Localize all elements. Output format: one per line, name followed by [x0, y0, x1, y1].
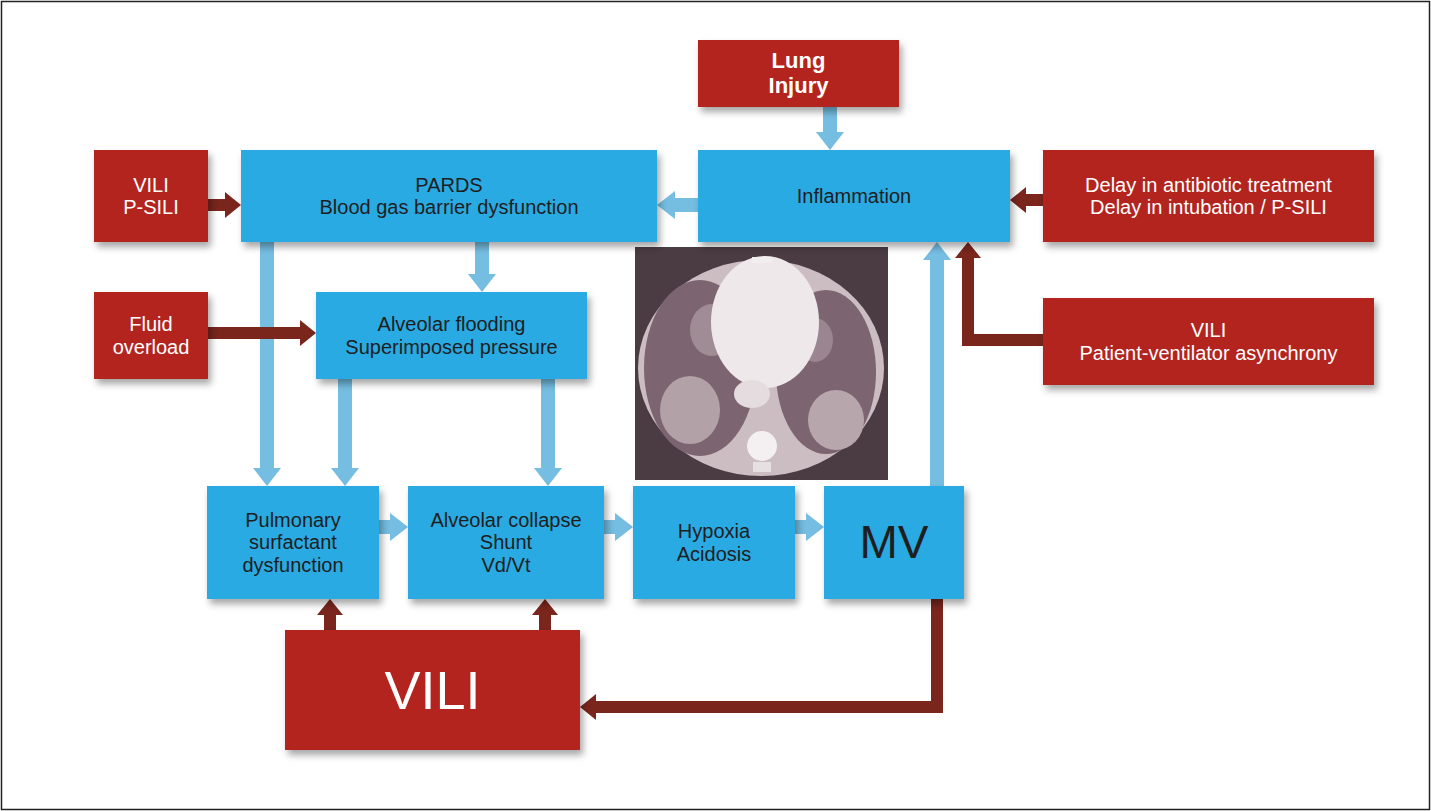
- connector-line: [930, 259, 944, 486]
- connector-line: [338, 379, 352, 469]
- connector-line: [604, 520, 616, 534]
- box-text: VILI: [384, 660, 480, 720]
- arrowhead: [317, 599, 343, 615]
- connector: [317, 599, 343, 630]
- connector: [657, 191, 698, 219]
- connector: [253, 242, 281, 486]
- ct-sternum: [752, 257, 772, 263]
- connector: [331, 379, 359, 486]
- process-box: PARDSBlood gas barrier dysfunction: [241, 150, 657, 242]
- connector-line: [539, 614, 551, 630]
- connector: [208, 320, 316, 346]
- connector-line: [674, 198, 698, 212]
- box-text: Fluid overload: [106, 313, 196, 358]
- box-text: P-SILI: [123, 196, 179, 218]
- connector-line: [795, 520, 807, 534]
- connector-line: [208, 199, 226, 211]
- connector-line: [324, 614, 336, 630]
- ct-infiltrate: [660, 376, 720, 444]
- box-text: Hypoxia: [678, 520, 750, 542]
- factor-box: VILIPatient-ventilator asynchrony: [1043, 298, 1374, 385]
- connector-line: [260, 242, 274, 469]
- factor-box: Delay in antibiotic treatmentDelay in in…: [1043, 150, 1374, 242]
- connector-line: [968, 257, 1043, 340]
- box-text: Alveolar flooding: [378, 313, 526, 335]
- box-text: PARDS: [415, 174, 482, 196]
- ct-vessel: [734, 380, 770, 408]
- connector-line: [1025, 194, 1043, 206]
- ct-scan-image: [635, 247, 888, 480]
- arrowhead: [534, 468, 562, 486]
- connector: [955, 242, 1043, 340]
- box-text: Delay in intubation / P-SILI: [1090, 196, 1327, 218]
- arrowhead: [225, 192, 241, 218]
- box-text: Delay in antibiotic treatment: [1085, 174, 1332, 196]
- factor-box: Lung Injury: [698, 40, 899, 107]
- box-text: VILI: [133, 174, 169, 196]
- process-box: Alveolar collapseShuntVd/Vt: [408, 486, 604, 599]
- connector-line: [595, 599, 937, 707]
- box-text: Lung Injury: [751, 49, 847, 98]
- box-text: Blood gas barrier dysfunction: [319, 196, 578, 218]
- arrowhead: [580, 694, 596, 720]
- arrowhead: [816, 132, 844, 150]
- box-text: Vd/Vt: [482, 554, 531, 576]
- ct-spine: [747, 431, 777, 461]
- connector: [795, 513, 824, 541]
- connector: [1010, 187, 1043, 213]
- arrowhead: [300, 320, 316, 346]
- process-box: HypoxiaAcidosis: [633, 486, 795, 599]
- arrowhead: [253, 468, 281, 486]
- connector: [604, 513, 633, 541]
- arrowhead: [955, 242, 981, 258]
- ct-infiltrate: [808, 390, 864, 450]
- connector-line: [379, 520, 391, 534]
- box-text: Pulmonary surfactant dysfunction: [223, 509, 363, 576]
- connector-line: [541, 379, 555, 469]
- box-text: VILI: [1191, 319, 1227, 341]
- arrowhead: [657, 191, 675, 219]
- connector-line: [208, 327, 301, 339]
- box-text: Inflammation: [797, 185, 912, 207]
- connector: [534, 379, 562, 486]
- arrowhead: [615, 513, 633, 541]
- arrowhead: [468, 274, 496, 292]
- connector-line: [823, 107, 837, 133]
- connector-line: [475, 242, 489, 275]
- arrowhead: [390, 513, 408, 541]
- connector: [208, 192, 241, 218]
- connector: [379, 513, 408, 541]
- process-box: Pulmonary surfactant dysfunction: [207, 486, 379, 599]
- arrowhead: [1010, 187, 1026, 213]
- connector: [923, 242, 951, 486]
- box-text: Superimposed pressure: [345, 336, 557, 358]
- ct-background: [635, 247, 888, 480]
- connector: [816, 107, 844, 150]
- process-box: MV: [824, 486, 964, 599]
- process-box: Alveolar floodingSuperimposed pressure: [316, 292, 587, 379]
- box-text: Shunt: [480, 531, 532, 553]
- box-text: Alveolar collapse: [430, 509, 581, 531]
- factor-box: VILIP-SILI: [94, 150, 208, 242]
- box-text: Patient-ventilator asynchrony: [1080, 342, 1338, 364]
- arrowhead: [923, 242, 951, 260]
- connector: [580, 599, 937, 720]
- connector: [468, 242, 496, 292]
- factor-box: Fluid overload: [94, 292, 208, 379]
- ct-heart: [711, 256, 819, 388]
- arrowhead: [532, 599, 558, 615]
- process-box: Inflammation: [698, 150, 1010, 242]
- arrowhead: [806, 513, 824, 541]
- arrowhead: [331, 468, 359, 486]
- box-text: Acidosis: [677, 543, 751, 565]
- connector: [532, 599, 558, 630]
- factor-box: VILI: [285, 630, 580, 750]
- box-text: MV: [860, 517, 929, 569]
- ct-spine: [753, 462, 771, 472]
